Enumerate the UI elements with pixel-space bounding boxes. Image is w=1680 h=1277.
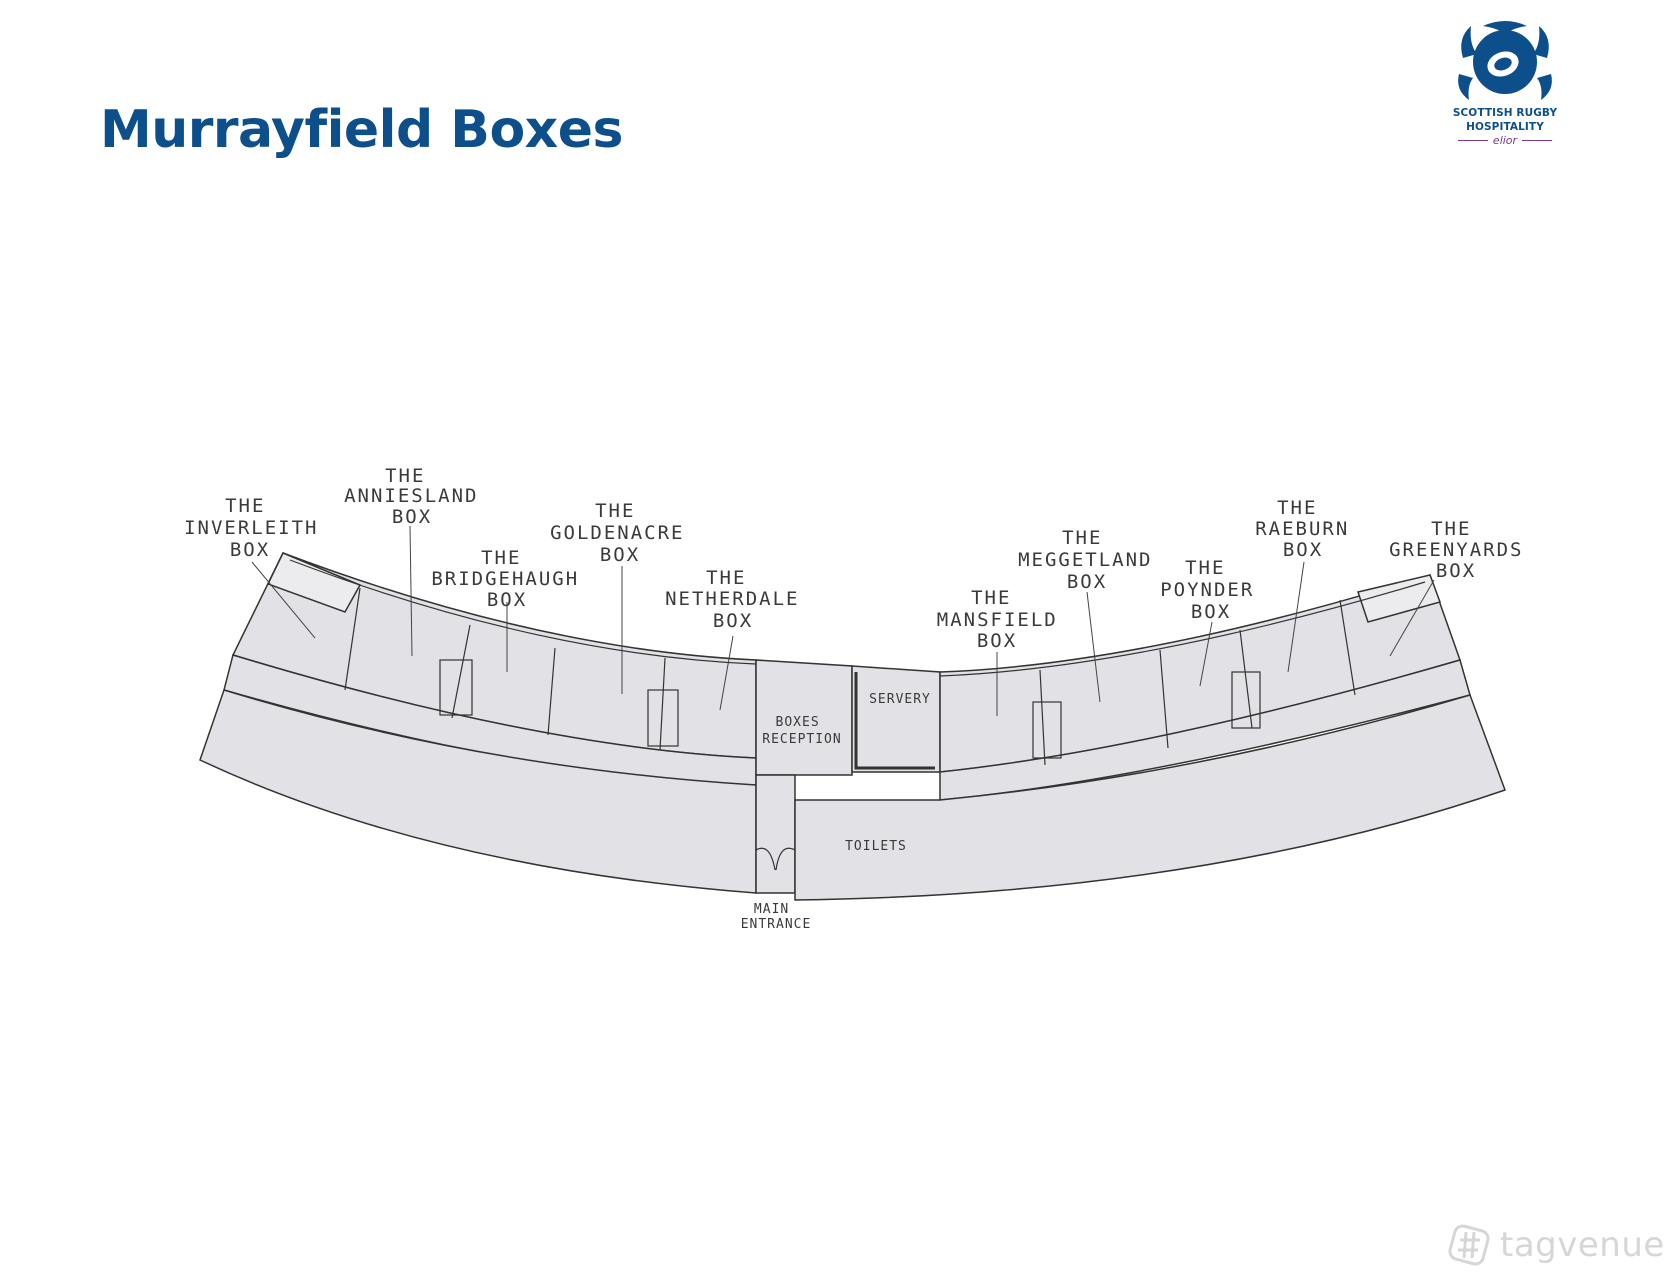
thistle-crest-icon [1458, 21, 1552, 100]
label-poynder: THE POYNDER BOX [1160, 557, 1268, 623]
walls [289, 559, 1426, 871]
right-outer-concourse [794, 694, 1506, 901]
label-main-entrance: MAIN ENTRANCE [741, 902, 812, 932]
label-servery: SERVERY [869, 692, 931, 707]
partition-4 [659, 657, 666, 751]
kitchenette-2 [647, 689, 679, 747]
kitchenette-1 [439, 659, 473, 716]
tagvenue-text: tagvenue [1500, 1225, 1665, 1265]
page-title: Murrayfield Boxes [100, 100, 623, 160]
label-netherdale: THE NETHERDALE BOX [665, 567, 813, 632]
partition-2 [451, 624, 471, 719]
partition-5 [1039, 669, 1046, 766]
entrance-doors [755, 847, 796, 871]
logo-sub: elior [1440, 134, 1570, 147]
leader-netherdale [719, 635, 734, 711]
left-seating-wedge [266, 552, 362, 613]
leader-lines [251, 525, 1435, 716]
partition-7 [1239, 629, 1253, 729]
leader-meggetland [1086, 591, 1101, 703]
label-anniesland: THE ANNIESLAND BOX [344, 465, 492, 528]
leader-inverleith [251, 561, 316, 639]
boxes-reception-area [755, 659, 853, 776]
logo-text-line1: SCOTTISH RUGBY [1452, 107, 1558, 119]
floor-shapes [199, 552, 1506, 901]
kitchenette-3 [1032, 701, 1062, 759]
label-bridgehaugh: THE BRIDGEHAUGH BOX [431, 547, 592, 611]
right-seating-wedge [1357, 574, 1441, 623]
logo-rule-left [1457, 140, 1488, 141]
tagvenue-watermark: tagvenue [1446, 1222, 1665, 1268]
leader-raeburn [1287, 561, 1305, 673]
partition-3 [547, 647, 556, 736]
label-goldenacre: THE GOLDENACRE BOX [550, 500, 698, 566]
left-glazing [289, 559, 757, 665]
label-mansfield: THE MANSFIELD BOX [937, 587, 1071, 652]
label-toilets: TOILETS [845, 839, 907, 854]
label-raeburn: THE RAEBURN BOX [1255, 497, 1363, 561]
servery-wall [854, 672, 935, 770]
leader-greenyards [1389, 579, 1435, 657]
label-meggetland: THE MEGGETLAND BOX [1018, 527, 1166, 593]
partition-8 [1339, 599, 1356, 696]
label-greenyards: THE GREENYARDS BOX [1389, 518, 1537, 582]
leader-poynder [1199, 621, 1213, 687]
label-boxes-reception: BOXES RECEPTION [762, 715, 841, 747]
entrance-passage [755, 774, 796, 894]
leader-anniesland [409, 525, 413, 657]
servery-area [851, 665, 941, 773]
scottish-rugby-logo: SCOTTISH RUGBY HOSPITALITY elior [1440, 18, 1570, 153]
logo-rule-right [1522, 140, 1553, 141]
partition-6 [1159, 649, 1169, 749]
label-inverleith: THE INVERLEITH BOX [184, 495, 332, 561]
logo-text-line2: HOSPITALITY [1466, 121, 1544, 133]
partition-1 [344, 587, 361, 691]
logo-sub-text: elior [1492, 134, 1518, 147]
kitchenette-4 [1231, 671, 1261, 729]
tagvenue-logo-icon [1448, 1224, 1490, 1266]
